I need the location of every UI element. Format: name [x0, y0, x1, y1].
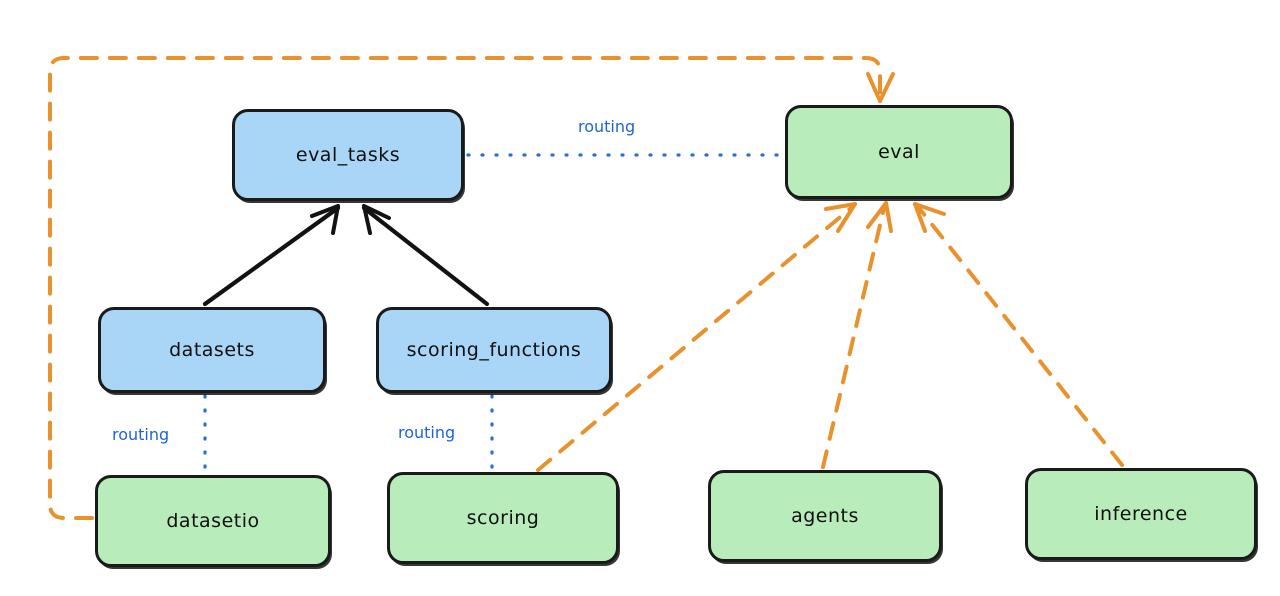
edge-label-routing-eval-tasks: routing: [578, 117, 636, 136]
edge-inference-to-eval-arrowhead: [913, 202, 946, 233]
node-label-agents: agents: [791, 505, 859, 527]
edge-label-routing-datasets: routing: [112, 425, 170, 444]
routing-edges: [203, 153, 784, 474]
edge-scoring-functions-to-eval-tasks: [361, 205, 490, 307]
node-eval-tasks[interactable]: eval_tasks: [232, 109, 464, 201]
node-datasets[interactable]: datasets: [98, 307, 326, 393]
edge-scoring-to-eval-arrowhead: [824, 202, 857, 233]
node-label-datasets: datasets: [169, 339, 255, 361]
node-label-eval: eval: [878, 141, 920, 163]
node-label-scoring-functions: scoring_functions: [406, 339, 582, 361]
node-label-scoring: scoring: [466, 507, 540, 529]
edge-datasets-to-eval-tasks: [202, 205, 341, 307]
node-datasetio[interactable]: datasetio: [95, 475, 331, 567]
edge-scoring-to-eval: [536, 206, 853, 472]
edge-agents-to-eval-arrowhead: [866, 201, 893, 233]
node-scoring[interactable]: scoring: [387, 472, 619, 564]
node-agents[interactable]: agents: [708, 470, 942, 562]
edge-agents-to-eval: [821, 206, 886, 469]
edge-datasets-to-eval-tasks-arrowhead: [310, 204, 340, 235]
node-label-inference: inference: [1094, 503, 1188, 525]
node-inference[interactable]: inference: [1025, 468, 1257, 560]
edge-datasetio-to-eval-arrowhead: [866, 72, 895, 103]
hierarchy-edges: [202, 204, 490, 307]
node-scoring-functions[interactable]: scoring_functions: [376, 307, 612, 393]
edge-label-routing-scoring-functions: routing: [398, 423, 456, 442]
node-label-eval-tasks: eval_tasks: [295, 144, 401, 166]
edge-datasetio-to-eval: [48, 56, 882, 520]
edge-inference-to-eval: [917, 206, 1124, 467]
node-eval[interactable]: eval: [785, 105, 1013, 199]
edge-scoring-functions-to-eval-tasks-arrowhead: [362, 204, 391, 235]
dependency-edges: [48, 56, 1124, 520]
node-label-datasetio: datasetio: [166, 510, 260, 532]
